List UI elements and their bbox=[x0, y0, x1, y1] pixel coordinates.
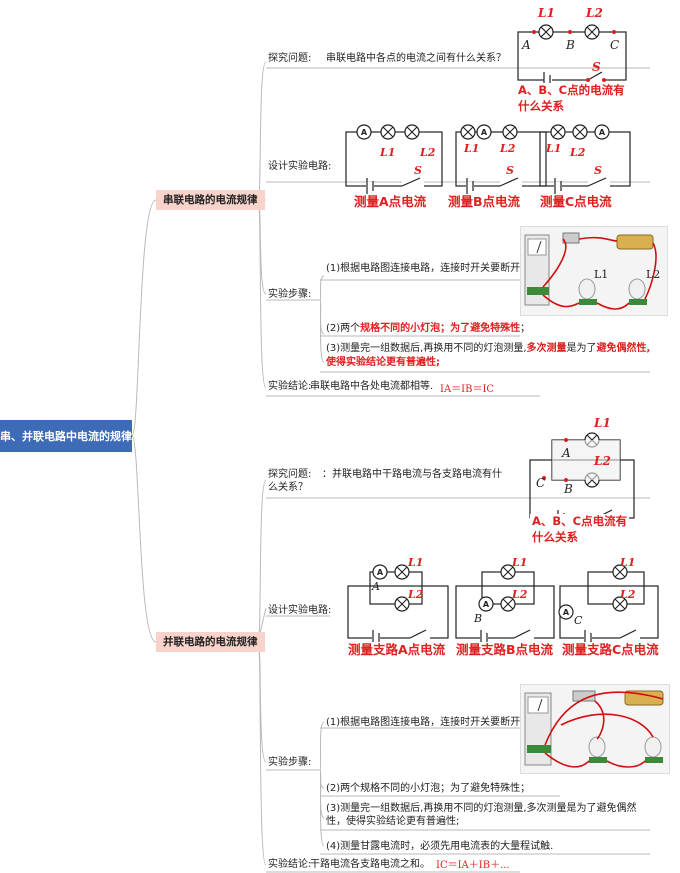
parallel-q-label-L2: L2 bbox=[594, 454, 611, 468]
parallel-apparatus-illustration bbox=[524, 690, 664, 768]
parallel-d1-label-L1: L1 bbox=[408, 556, 424, 569]
parallel-design-caption-c: 测量支路C点电流 bbox=[560, 642, 661, 657]
series-q-label-A: A bbox=[522, 38, 531, 52]
parallel-conclusion-label: 实验结论: bbox=[268, 859, 312, 870]
parallel-q-label-B: B bbox=[564, 482, 573, 496]
series-branch-label: 串联电路的电流规律 bbox=[163, 194, 258, 206]
parallel-design-caption-a: 测量支路A点电流 bbox=[346, 642, 448, 657]
parallel-question-label: 探究问题: bbox=[268, 469, 312, 480]
parallel-apparatus-photo bbox=[520, 684, 670, 774]
parallel-d2-label-B: B bbox=[474, 612, 483, 625]
parallel-design-caption-b: 测量支路B点电流 bbox=[454, 642, 556, 657]
series-photo-label-L2: L2 bbox=[646, 268, 661, 281]
series-steps-label: 实验步骤: bbox=[268, 289, 312, 300]
series-q-label-C: C bbox=[610, 38, 620, 52]
series-step-3-line1: (3)测量完一组数据后,再换用不同的灯泡测量,多次测量是为了避免偶然性, bbox=[326, 343, 651, 354]
parallel-d3-label-L2: L2 bbox=[620, 588, 636, 601]
parallel-d2-label-L2: L2 bbox=[512, 588, 528, 601]
svg-text:A: A bbox=[599, 128, 606, 137]
series-q-label-B: B bbox=[566, 38, 575, 52]
series-question-label: 探究问题: bbox=[268, 53, 312, 64]
series-design-caption-c: 测量C点电流 bbox=[538, 194, 614, 209]
series-q-label-L2: L2 bbox=[586, 6, 603, 20]
series-question-caption-1: A、B、C点的电流有 bbox=[516, 83, 627, 98]
series-d2-label-S: S bbox=[506, 164, 514, 177]
parallel-q-label-L1: L1 bbox=[594, 416, 611, 430]
parallel-design-label: 设计实验电路: bbox=[268, 605, 332, 616]
series-step-1: (1)根据电路图连接电路，连接时开关要断开 bbox=[326, 263, 521, 274]
series-q-label-L1: L1 bbox=[538, 6, 555, 20]
series-d3-label-L2: L2 bbox=[570, 146, 586, 159]
series-question-text: 串联电路中各点的电流之间有什么关系？ bbox=[326, 53, 506, 64]
series-d1-label-S: S bbox=[414, 164, 422, 177]
series-question-circuit bbox=[517, 24, 627, 88]
series-d3-label-L1: L1 bbox=[546, 142, 562, 155]
parallel-conclusion-equation: IC＝IA＋IB＋... bbox=[436, 860, 510, 871]
parallel-step-2: (2)两个规格不同的小灯泡；为了避免特殊性； bbox=[326, 783, 531, 794]
series-d2-label-L1: L1 bbox=[464, 142, 480, 155]
series-conclusion-text: 串联电路中各处电流都相等. bbox=[310, 381, 434, 392]
parallel-step-4: (4)测量甘露电流时，必须先用电流表的大量程试触. bbox=[326, 841, 554, 852]
svg-text:A: A bbox=[481, 128, 488, 137]
series-design-caption-b: 测量B点电流 bbox=[446, 194, 523, 209]
series-conclusion-label: 实验结论: bbox=[268, 381, 312, 392]
series-q-label-S: S bbox=[592, 60, 601, 74]
series-d3-label-S: S bbox=[594, 164, 602, 177]
series-design-caption-a: 测量A点电流 bbox=[352, 194, 429, 209]
series-d1-label-L2: L2 bbox=[420, 146, 436, 159]
series-branch-node[interactable]: 串联电路的电流规律 bbox=[156, 190, 265, 210]
parallel-question-text: ：并联电路中干路电流与各支路电流有什么关系？ bbox=[268, 469, 502, 493]
series-conclusion-equation: IA＝IB＝IC bbox=[440, 384, 495, 395]
parallel-d1-label-L2: L2 bbox=[408, 588, 424, 601]
parallel-branch-node[interactable]: 并联电路的电流规律 bbox=[156, 632, 265, 652]
parallel-question-caption-2: 什么关系 bbox=[530, 530, 580, 545]
parallel-design-circuits: AAA bbox=[347, 564, 659, 646]
parallel-question-caption-1: A、B、C点电流有 bbox=[530, 514, 630, 529]
parallel-branch-label: 并联电路的电流规律 bbox=[163, 636, 258, 648]
svg-text:A: A bbox=[377, 568, 384, 577]
parallel-q-label-A: A bbox=[562, 446, 571, 460]
series-photo-label-L1: L1 bbox=[594, 268, 609, 281]
series-design-label: 设计实验电路: bbox=[268, 161, 332, 172]
parallel-q-label-C: C bbox=[536, 476, 546, 490]
svg-text:A: A bbox=[563, 608, 570, 617]
svg-text:A: A bbox=[361, 128, 368, 137]
series-apparatus-photo bbox=[520, 226, 668, 316]
root-title: 串、并联电路中电流的规律 bbox=[0, 430, 132, 443]
parallel-steps-label: 实验步骤: bbox=[268, 757, 312, 768]
parallel-step-3: (3)测量完一组数据后,再换用不同的灯泡测量,多次测量是为了避免偶然性，使得实验… bbox=[326, 803, 637, 827]
parallel-step-1: (1)根据电路图连接电路，连接时开关要断开 bbox=[326, 717, 521, 728]
parallel-d1-label-A: A bbox=[372, 580, 380, 593]
svg-text:A: A bbox=[483, 600, 490, 609]
series-d1-label-L1: L1 bbox=[380, 146, 396, 159]
parallel-d3-label-L1: L1 bbox=[620, 556, 636, 569]
series-d2-label-L2: L2 bbox=[500, 142, 516, 155]
parallel-conclusion-text: 干路电流各支路电流之和。 bbox=[310, 859, 430, 870]
root-node[interactable]: 串、并联电路中电流的规律 bbox=[0, 420, 132, 452]
series-question-caption-2: 什么关系 bbox=[516, 99, 566, 114]
series-step-2: (2)两个规格不同的小灯泡；为了避免特殊性； bbox=[326, 323, 531, 334]
series-step-3-line2: 使得实验结论更有普遍性; bbox=[326, 357, 440, 368]
parallel-d2-label-L1: L1 bbox=[512, 556, 528, 569]
series-apparatus-illustration bbox=[524, 232, 657, 310]
parallel-d3-label-C: C bbox=[574, 614, 583, 627]
